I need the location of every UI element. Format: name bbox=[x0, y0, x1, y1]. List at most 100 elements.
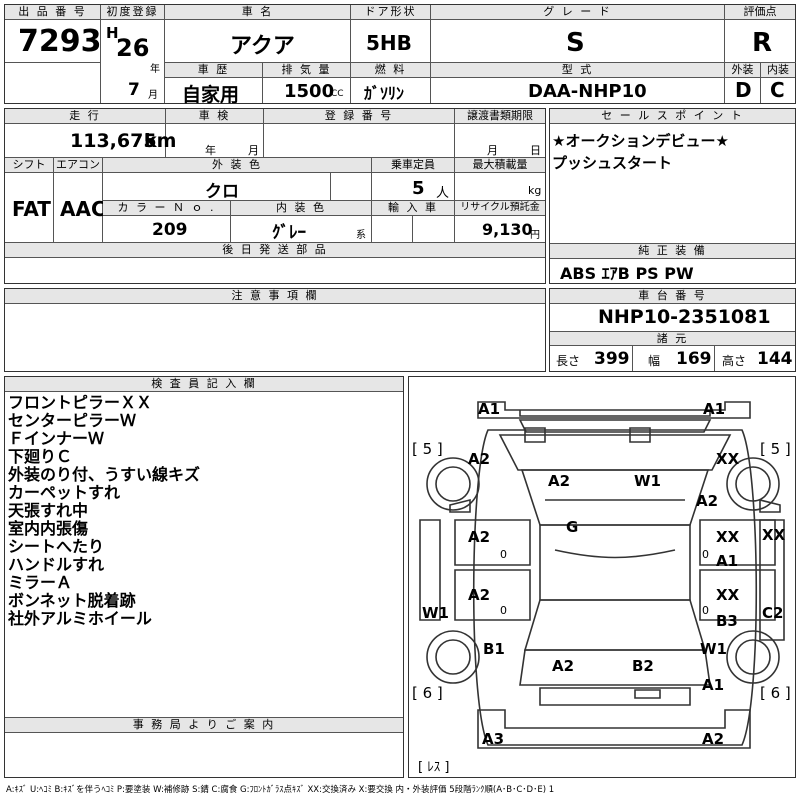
tire-tread-mark: [ 5 ] bbox=[412, 440, 443, 458]
damage-mark: A2 bbox=[468, 586, 491, 604]
damage-mark: 0 bbox=[702, 604, 709, 617]
height-label: 高さ bbox=[722, 354, 747, 368]
spare-tire-mark: [ ﾚｽ ] bbox=[418, 760, 450, 775]
inspection-month-unit: 月 bbox=[248, 144, 259, 157]
damage-mark: A1 bbox=[716, 552, 739, 570]
inspector-block bbox=[4, 376, 404, 778]
sales-point-line-1: ★オークションデビュー★ bbox=[552, 132, 729, 150]
year: 26 bbox=[116, 34, 150, 62]
score: R bbox=[752, 28, 773, 58]
width: 169 bbox=[676, 349, 712, 369]
length: 399 bbox=[594, 349, 630, 369]
damage-mark: XX bbox=[716, 528, 740, 546]
exterior-color: クロ bbox=[205, 182, 239, 202]
year-unit: 年 bbox=[150, 64, 160, 75]
int-label: 内装 bbox=[761, 63, 795, 78]
height: 144 bbox=[757, 349, 793, 369]
lot-no-label: 出 品 番 号 bbox=[5, 5, 100, 20]
damage-mark: XX bbox=[762, 526, 786, 544]
office-label: 事 務 局 よ り ご 案 内 bbox=[5, 718, 403, 733]
shift: FAT bbox=[12, 197, 51, 221]
recycle-unit: 円 bbox=[530, 230, 540, 241]
era: H bbox=[106, 24, 119, 42]
chassis-block bbox=[549, 288, 796, 372]
damage-mark: A2 bbox=[468, 450, 491, 468]
load-unit: kg bbox=[528, 184, 542, 197]
sales-point-line-2: プッシュスタート bbox=[552, 154, 673, 172]
color-label: 外 装 色 bbox=[103, 158, 371, 173]
damage-mark: A2 bbox=[468, 528, 491, 546]
inspector-note: フロントピラーＸＸ bbox=[8, 393, 153, 412]
inspector-note: 社外アルミホイール bbox=[8, 609, 152, 628]
transfer-month-unit: 月 bbox=[487, 144, 498, 157]
transfer-day-unit: 日 bbox=[530, 144, 541, 157]
damage-mark: A1 bbox=[702, 676, 725, 694]
inspector-note: ＦインナーＷ bbox=[8, 429, 105, 448]
displacement-unit: CC bbox=[331, 89, 344, 99]
displacement-label: 排 気 量 bbox=[263, 63, 350, 78]
inspector-note: 下廻りＣ bbox=[8, 447, 73, 466]
damage-mark: XX bbox=[716, 586, 740, 604]
car-name-label: 車 名 bbox=[165, 5, 350, 20]
mileage-label: 走 行 bbox=[5, 109, 165, 124]
damage-mark: B3 bbox=[716, 612, 738, 630]
transfer-label: 譲渡書類期限 bbox=[455, 109, 545, 124]
equipment-value: ABS ｴｱB PS PW bbox=[560, 264, 694, 283]
damage-mark: XX bbox=[716, 450, 740, 468]
spec-label: 諸 元 bbox=[550, 331, 795, 346]
inspection-label: 車 検 bbox=[166, 109, 263, 124]
header-block bbox=[4, 4, 796, 104]
caution-block bbox=[4, 288, 546, 372]
legend: A:ｷｽﾞ U:ﾍｺﾐ B:ｷｽﾞを伴うﾍｺﾐ P:要塗装 W:補修跡 S:錆 … bbox=[6, 785, 555, 795]
tire-tread-mark: [ 5 ] bbox=[760, 440, 791, 458]
sales-point-block bbox=[549, 108, 796, 284]
inspector-note: ミラーＡ bbox=[8, 573, 73, 592]
ext-label: 外装 bbox=[725, 63, 760, 78]
inspector-note: ボンネット脱着跡 bbox=[8, 591, 136, 610]
month-unit: 月 bbox=[148, 90, 158, 101]
caution-label: 注 意 事 項 欄 bbox=[5, 289, 545, 304]
damage-mark: 0 bbox=[500, 548, 507, 561]
grade: S bbox=[566, 28, 585, 58]
interior-label: 内 装 色 bbox=[231, 201, 371, 216]
equipment-label: 純 正 装 備 bbox=[550, 244, 795, 259]
model-label: 型 式 bbox=[431, 63, 724, 78]
damage-mark: 0 bbox=[702, 548, 709, 561]
recycle-label: リサイクル預託金 bbox=[455, 201, 545, 216]
chassis-label: 車 台 番 号 bbox=[550, 289, 795, 304]
regno-label: 登 録 番 号 bbox=[264, 109, 454, 124]
model: DAA-NHP10 bbox=[528, 81, 647, 102]
vehicle-info-block bbox=[4, 108, 546, 284]
grade-label: グ レ ー ド bbox=[431, 5, 724, 20]
load-label: 最大積載量 bbox=[455, 158, 545, 173]
later-parts-label: 後 日 発 送 部 品 bbox=[5, 243, 545, 258]
width-label: 幅 bbox=[648, 354, 661, 368]
damage-mark: B1 bbox=[483, 640, 505, 658]
fuel-label: 燃 料 bbox=[351, 63, 430, 78]
ac: AAC bbox=[60, 197, 106, 221]
damage-mark: A1 bbox=[478, 400, 501, 418]
month: 7 bbox=[128, 80, 140, 100]
damage-mark: W1 bbox=[422, 604, 449, 622]
inspection-year-unit: 年 bbox=[205, 144, 216, 157]
mileage: 113,675 bbox=[70, 130, 157, 152]
door-label: ドア形状 bbox=[351, 5, 430, 20]
damage-mark: W1 bbox=[700, 640, 727, 658]
fuel: ｶﾞｿﾘﾝ bbox=[364, 84, 405, 103]
damage-mark: A1 bbox=[703, 400, 726, 418]
displacement: 1500 bbox=[284, 81, 335, 102]
int-score: C bbox=[770, 78, 785, 102]
inspector-note: センターピラーＷ bbox=[8, 411, 137, 430]
damage-mark: W1 bbox=[634, 472, 661, 490]
door: 5HB bbox=[366, 31, 412, 55]
recycle-fee: 9,130 bbox=[482, 220, 533, 239]
capacity-unit: 人 bbox=[436, 186, 450, 201]
inspector-note: 天張すれ中 bbox=[8, 501, 89, 520]
damage-mark: A2 bbox=[552, 657, 575, 675]
damage-mark: A2 bbox=[702, 730, 725, 748]
sales-point-label: セ ー ル ス ポ イ ン ト bbox=[550, 109, 795, 124]
shift-label: シフト bbox=[5, 158, 53, 173]
lot-no: 7293 bbox=[18, 24, 102, 59]
score-label: 評価点 bbox=[725, 5, 795, 20]
chassis-number: NHP10-2351081 bbox=[598, 306, 771, 328]
